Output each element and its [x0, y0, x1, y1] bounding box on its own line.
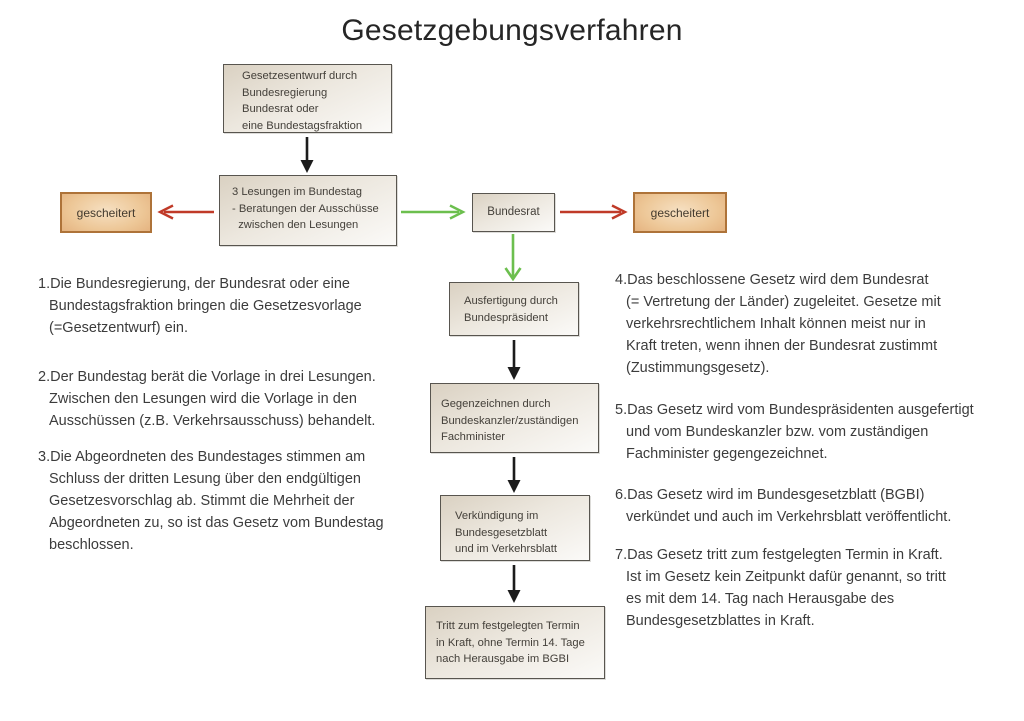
bundesrat-box: Bundesrat	[472, 193, 555, 232]
failed-left-box: gescheitert	[60, 192, 152, 233]
arrow-down-icon	[507, 340, 521, 380]
note-item-4: 4.Das beschlossene Gesetz wird dem Bunde…	[615, 272, 941, 376]
signing-box: Ausfertigung durch Bundespräsident	[449, 282, 579, 336]
readings-box: 3 Lesungen im Bundestag - Beratungen der…	[219, 175, 397, 246]
failed-right-box: gescheitert	[633, 192, 727, 233]
note-item-5: 5.Das Gesetz wird vom Bundespräsidenten …	[615, 402, 974, 462]
arrow-left-red-icon	[157, 204, 214, 220]
page-title: Gesetzgebungsverfahren	[341, 14, 683, 47]
note-item-3: 3.Die Abgeordneten des Bundestages stimm…	[38, 449, 384, 553]
note-item-7: 7.Das Gesetz tritt zum festgelegten Term…	[615, 547, 946, 629]
arrow-down-green-icon	[504, 234, 522, 281]
arrow-down-icon	[300, 137, 314, 173]
arrow-down-icon	[507, 565, 521, 603]
note-item-2: 2.Der Bundestag berät die Vorlage in dre…	[38, 369, 376, 429]
note-item-1: 1.Die Bundesregierung, der Bundesrat ode…	[38, 276, 362, 336]
arrow-right-red-icon	[560, 204, 628, 220]
effective-box: Tritt zum festgelegten Termin in Kraft, …	[425, 606, 605, 679]
countersign-box: Gegenzeichnen durch Bundeskanzler/zustän…	[430, 383, 599, 453]
note-item-6: 6.Das Gesetz wird im Bundesgesetzblatt (…	[615, 487, 952, 525]
promulgation-box: Verkündigung im Bundesgesetzblatt und im…	[440, 495, 590, 561]
arrow-right-green-icon	[401, 204, 466, 220]
arrow-down-icon	[507, 457, 521, 493]
draft-box: Gesetzesentwurf durch Bundesregierung Bu…	[223, 64, 392, 133]
